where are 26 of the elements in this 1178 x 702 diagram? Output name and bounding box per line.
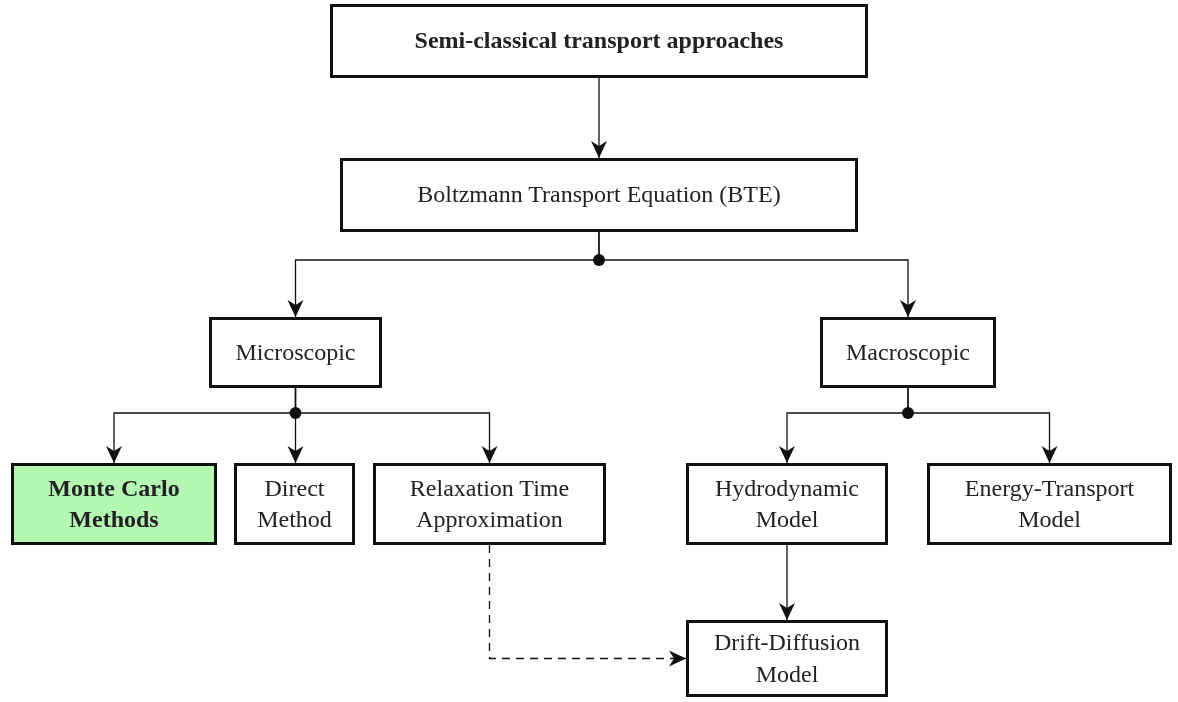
box-label: Drift-Diffusion Model — [712, 628, 862, 689]
process-box — [209, 317, 382, 388]
title-box — [330, 4, 868, 78]
box-label: Relaxation Time Approximation — [408, 473, 571, 534]
process-box — [927, 463, 1172, 545]
box-label: Semi-classical transport approaches — [414, 26, 784, 56]
arrow — [294, 387, 498, 464]
process-box — [686, 620, 888, 697]
box-label: Monte Carlo Methods — [47, 473, 181, 534]
dashed-arrow — [488, 544, 687, 667]
process-box — [686, 463, 888, 545]
arrow — [907, 387, 1058, 464]
process-box — [820, 317, 996, 388]
highlighted-box — [11, 463, 217, 545]
box-label: Energy-Transport Model — [963, 473, 1136, 534]
box-label: Macroscopic — [846, 337, 970, 367]
box-label: Hydrodynamic Model — [714, 473, 860, 534]
box-label: Direct Method — [256, 473, 333, 534]
box-label: Boltzmann Transport Equation (BTE) — [417, 180, 781, 210]
arrow — [779, 544, 795, 621]
arrow — [598, 231, 916, 318]
process-box — [373, 463, 606, 545]
process-box — [340, 158, 858, 232]
process-box — [234, 463, 355, 545]
arrow — [591, 77, 607, 159]
box-label: Microscopic — [235, 337, 356, 367]
